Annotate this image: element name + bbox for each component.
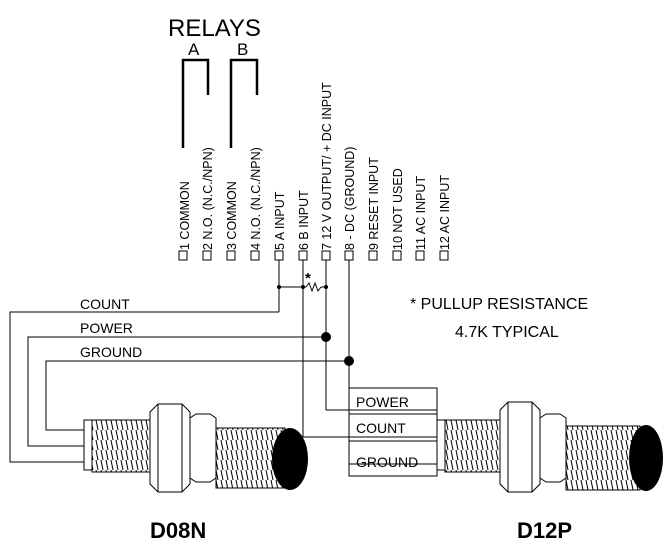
terminal-box-2 <box>202 250 212 261</box>
left-sensor-name: D08N <box>150 518 206 543</box>
left-count-label: COUNT <box>80 296 130 312</box>
terminal-box-8 <box>344 250 354 261</box>
relay-a-label: A <box>188 40 200 59</box>
terminal-boxes <box>178 250 449 261</box>
terminal-label-11: 11 AC INPUT <box>414 176 428 250</box>
right-ground-label: GROUND <box>356 454 418 470</box>
terminal-box-10 <box>392 250 402 261</box>
terminal-label-12: 12 AC INPUT <box>438 175 452 250</box>
terminal-box-9 <box>368 250 378 261</box>
right-count-label: COUNT <box>356 420 406 436</box>
relay-a-bracket <box>181 58 210 148</box>
left-sensor-wiring <box>9 311 354 463</box>
left-sensor-icon <box>83 403 308 493</box>
right-sensor-icon <box>436 401 663 493</box>
ground-junction-dot <box>344 356 354 366</box>
left-ground-label: GROUND <box>80 344 142 360</box>
terminal-box-1 <box>178 250 188 261</box>
terminal-box-5 <box>274 250 284 261</box>
terminal-label-9: 9 RESET INPUT <box>367 157 381 250</box>
right-sensor-name: D12P <box>517 518 572 543</box>
terminal-box-3 <box>226 250 236 261</box>
relays-title: RELAYS <box>168 15 261 42</box>
pullup-note-line1: * PULLUP RESISTANCE <box>410 296 588 313</box>
terminal-label-5: 5 A INPUT <box>273 191 287 250</box>
terminal-box-6 <box>298 250 308 261</box>
terminal-label-7: 7 12 V OUTPUT/ + DC INPUT <box>320 82 334 250</box>
terminal-box-7 <box>321 250 331 261</box>
pullup-note-line2: 4.7K TYPICAL <box>455 324 559 341</box>
terminal-label-1: 1 COMMON <box>178 181 192 250</box>
terminal-label-10: 10 NOT USED <box>391 168 405 250</box>
pullup-asterisk: * <box>305 270 311 287</box>
terminal-label-2: 2 N.O. (N.C./NPN) <box>201 147 215 250</box>
terminal-box-12 <box>439 250 449 261</box>
pullup-resistor <box>277 281 328 293</box>
left-power-label: POWER <box>80 320 133 336</box>
terminal-label-4: 4 N.O. (N.C./NPN) <box>249 147 263 250</box>
terminal-label-8: 8 - DC (GROUND) <box>343 147 357 250</box>
terminal-label-6: 6 B INPUT <box>297 190 311 250</box>
relay-b-label: B <box>237 40 248 59</box>
terminal-label-3: 3 COMMON <box>225 181 239 250</box>
terminal-labels: 1 COMMON 2 N.O. (N.C./NPN) 3 COMMON 4 N.… <box>178 82 452 250</box>
right-power-label: POWER <box>356 394 409 410</box>
terminal-box-4 <box>250 250 260 261</box>
power-junction-dot <box>321 332 331 342</box>
relay-b-bracket <box>229 58 259 148</box>
terminal-box-11 <box>415 250 425 261</box>
